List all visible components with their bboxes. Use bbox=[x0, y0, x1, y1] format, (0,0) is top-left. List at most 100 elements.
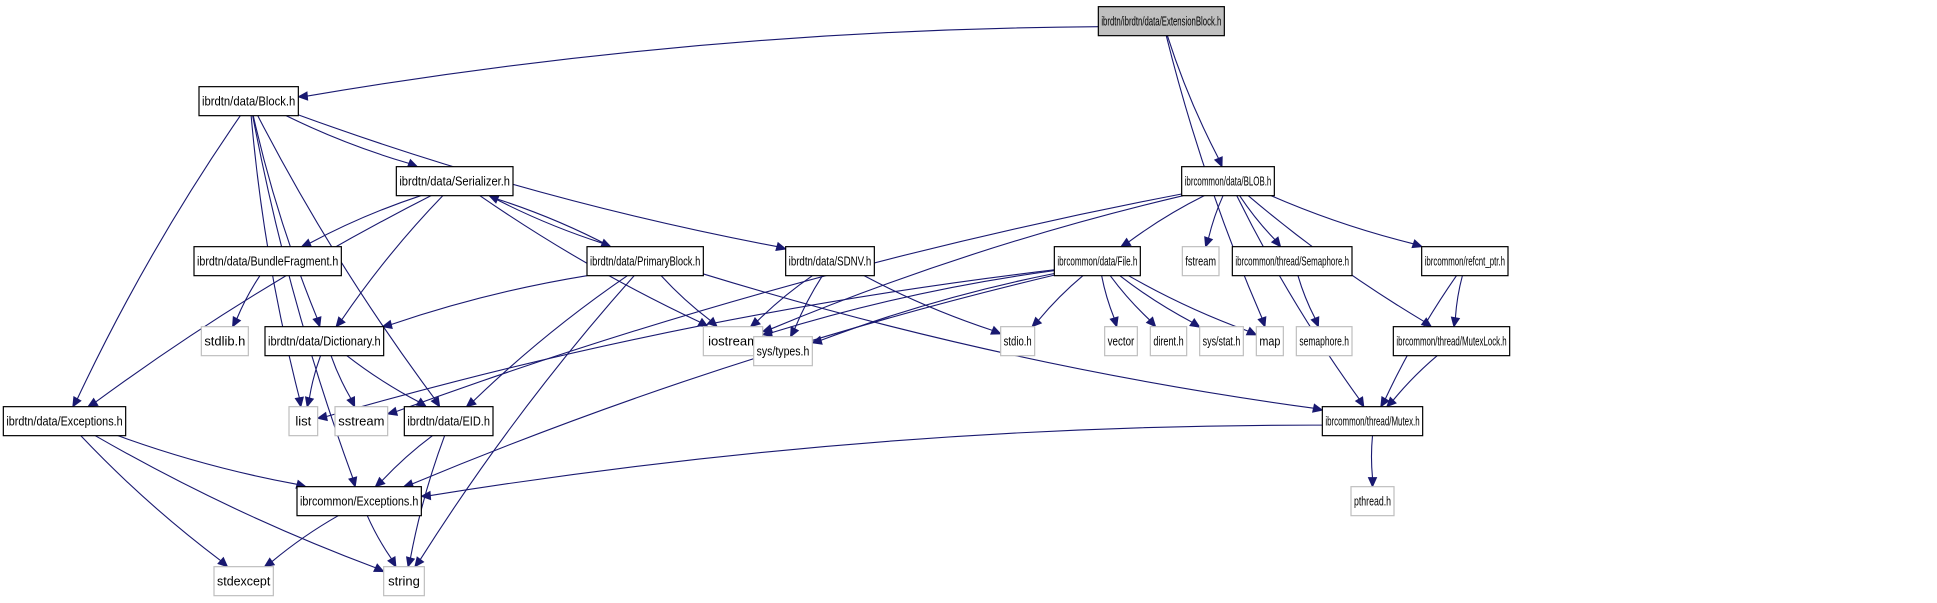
node-box bbox=[1255, 326, 1284, 357]
arrowhead-icon bbox=[749, 316, 761, 328]
edge-line bbox=[1128, 195, 1205, 243]
edge-dictionary-to-list bbox=[304, 355, 322, 408]
node-box bbox=[1097, 6, 1225, 37]
edge-line bbox=[488, 195, 603, 244]
node-file[interactable]: ibrcommon/data/File.h bbox=[1053, 246, 1141, 277]
edge-line bbox=[660, 275, 711, 322]
node-ibrexceptions[interactable]: ibrcommon/Exceptions.h bbox=[296, 486, 422, 517]
arrowhead-icon bbox=[348, 476, 358, 488]
node-label: string bbox=[388, 574, 420, 589]
node-label: sys/stat.h bbox=[1203, 334, 1241, 349]
edge-line bbox=[95, 195, 432, 403]
node-exceptions[interactable]: ibrdtn/data/Exceptions.h bbox=[2, 406, 127, 437]
arrowhead-icon bbox=[1354, 396, 1365, 408]
edge-blob-to-file bbox=[1119, 195, 1205, 248]
edge-line bbox=[396, 193, 1182, 412]
arrowhead-icon bbox=[381, 319, 393, 329]
edge-blob-to-mutex bbox=[1236, 195, 1365, 408]
node-box bbox=[586, 246, 704, 277]
arrowhead-icon bbox=[373, 563, 385, 573]
edge-file-to-list bbox=[316, 269, 1055, 422]
edge-line bbox=[1109, 275, 1150, 321]
node-mutexlock[interactable]: ibrcommon/thread/MutexLock.h bbox=[1392, 326, 1511, 357]
edge-line bbox=[1270, 195, 1414, 245]
node-label: ibrcommon/refcnt_ptr.h bbox=[1425, 254, 1505, 269]
node-extensionblock[interactable]: ibrdtn/ibrdtn/data/ExtensionBlock.h bbox=[1097, 6, 1225, 37]
node-block[interactable]: ibrdtn/data/Block.h bbox=[198, 86, 299, 117]
node-refcnt[interactable]: ibrcommon/refcnt_ptr.h bbox=[1421, 246, 1509, 277]
edge-sdnv-to-systypes bbox=[790, 275, 823, 338]
edge-dictionary-to-sstream bbox=[330, 355, 356, 408]
node-box bbox=[1231, 246, 1353, 277]
node-bundlefragment[interactable]: ibrdtn/data/BundleFragment.h bbox=[193, 246, 342, 277]
edge-line bbox=[80, 435, 222, 562]
edge-block-to-serializer bbox=[285, 115, 419, 168]
node-label: semaphore.h bbox=[1299, 334, 1349, 349]
node-label: ibrdtn/data/Serializer.h bbox=[399, 174, 510, 189]
node-fstream: fstream bbox=[1181, 246, 1220, 277]
node-sdnv[interactable]: ibrdtn/data/SDNV.h bbox=[785, 246, 875, 277]
node-label: ibrcommon/data/File.h bbox=[1057, 254, 1137, 269]
node-box bbox=[334, 406, 389, 437]
arrowhead-icon bbox=[1213, 156, 1223, 168]
edge-line bbox=[1038, 275, 1084, 321]
arrowhead-icon bbox=[294, 396, 304, 408]
edge-line bbox=[863, 275, 993, 331]
edge-mutex-to-ibrexceptions bbox=[420, 424, 1323, 501]
node-label: ibrdtn/data/SDNV.h bbox=[789, 254, 872, 269]
arrowhead-icon bbox=[1312, 403, 1324, 413]
edge-primaryblock-to-serializer bbox=[488, 194, 611, 248]
edge-line bbox=[330, 355, 352, 399]
node-primaryblock[interactable]: ibrdtn/data/PrimaryBlock.h bbox=[586, 246, 704, 277]
node-list: list bbox=[288, 406, 319, 437]
edge-line bbox=[409, 435, 446, 559]
node-label: stdexcept bbox=[217, 574, 271, 589]
node-blob[interactable]: ibrcommon/data/BLOB.h bbox=[1181, 166, 1275, 197]
node-label: pthread.h bbox=[1354, 494, 1391, 509]
edge-mutex-to-pthread bbox=[1367, 435, 1378, 488]
edge-exceptions-to-string bbox=[94, 435, 385, 573]
arrowhead-icon bbox=[217, 556, 229, 568]
edge-line bbox=[1370, 435, 1374, 478]
arrowhead-icon bbox=[297, 91, 309, 101]
node-box bbox=[288, 406, 319, 437]
edge-serializer-to-primaryblock bbox=[488, 195, 612, 248]
arrowhead-icon bbox=[990, 325, 1002, 335]
node-sysstat: sys/stat.h bbox=[1199, 326, 1244, 357]
node-stdio: stdio.h bbox=[1000, 326, 1036, 357]
edge-line bbox=[771, 195, 1184, 330]
arrowhead-icon bbox=[232, 316, 242, 328]
arrowhead-icon bbox=[263, 557, 276, 568]
node-box bbox=[1104, 326, 1138, 357]
node-dictionary[interactable]: ibrdtn/data/Dictionary.h bbox=[264, 326, 385, 357]
node-box bbox=[1392, 326, 1511, 357]
node-label: ibrcommon/data/BLOB.h bbox=[1185, 174, 1272, 189]
node-serializer[interactable]: ibrdtn/data/Serializer.h bbox=[395, 166, 514, 197]
edge-line bbox=[412, 274, 1055, 485]
edge-line bbox=[1239, 195, 1276, 241]
node-label: ibrdtn/data/BundleFragment.h bbox=[197, 254, 338, 269]
arrowhead-icon bbox=[1257, 316, 1267, 328]
edge-line bbox=[473, 275, 628, 402]
node-label: ibrcommon/thread/MutexLock.h bbox=[1396, 334, 1506, 349]
arrowhead-icon bbox=[406, 556, 416, 568]
node-label: ibrdtn/data/Exceptions.h bbox=[6, 414, 122, 429]
node-label: map bbox=[1259, 334, 1280, 349]
node-eid[interactable]: ibrdtn/data/EID.h bbox=[403, 406, 494, 437]
arrowhead-icon bbox=[387, 556, 397, 568]
edge-exceptions-to-ibrexceptions bbox=[117, 435, 307, 489]
edge-file-to-sysstat bbox=[1119, 275, 1201, 328]
edge-line bbox=[497, 198, 611, 248]
node-label: vector bbox=[1108, 334, 1135, 349]
node-semaphore[interactable]: ibrcommon/thread/Semaphore.h bbox=[1231, 246, 1353, 277]
edges-layer bbox=[72, 26, 1463, 573]
node-mutex[interactable]: ibrcommon/thread/Mutex.h bbox=[1321, 406, 1424, 437]
edge-line bbox=[1128, 275, 1249, 332]
edge-semaphore-to-semaphoreh bbox=[1297, 275, 1320, 328]
edge-extensionblock-to-blob bbox=[1166, 35, 1223, 168]
edge-line bbox=[430, 424, 1323, 497]
edge-line bbox=[1119, 275, 1193, 323]
edge-line bbox=[236, 275, 261, 319]
arrowhead-icon bbox=[1031, 316, 1043, 328]
